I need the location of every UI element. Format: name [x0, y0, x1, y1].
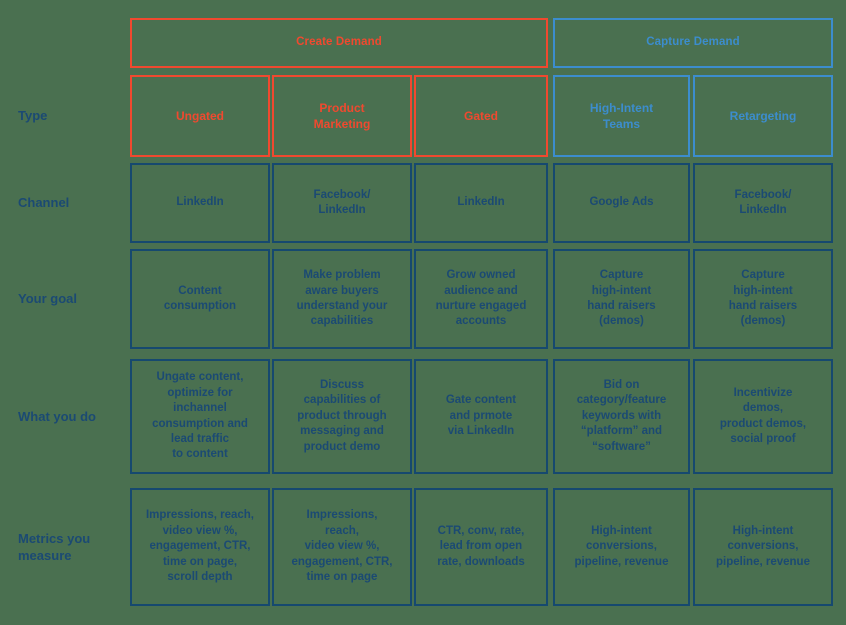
- what-you-do-cell-gated: Gate content and prmote via LinkedIn: [414, 359, 548, 474]
- channel-cell-retargeting: Facebook/ LinkedIn: [693, 163, 833, 243]
- metrics-cell-product-marketing: Impressions, reach, video view %, engage…: [272, 488, 412, 606]
- what-you-do-label-ungated: Ungate content, optimize for inchannel c…: [152, 371, 248, 461]
- metrics-cell-gated: CTR, conv, rate, lead from open rate, do…: [414, 488, 548, 606]
- row-label-type: Type: [18, 108, 48, 124]
- goal-cell-ungated: Content consumption: [130, 249, 270, 349]
- goal-cell-retargeting: Capture high-intent hand raisers (demos): [693, 249, 833, 349]
- row-label-channel: Channel: [18, 195, 70, 211]
- channel-label-retargeting: Facebook/ LinkedIn: [734, 188, 792, 216]
- group-header-create-demand: Create Demand: [130, 18, 548, 68]
- type-label-retargeting: Retargeting: [729, 108, 797, 123]
- what-you-do-cell-high-intent-teams: Bid on category/feature keywords with “p…: [553, 359, 690, 474]
- group-header-capture-demand-label: Capture Demand: [646, 36, 740, 49]
- channel-label-gated: LinkedIn: [457, 196, 505, 209]
- channel-label-product-marketing: Facebook/ LinkedIn: [313, 188, 371, 216]
- row-label-what-you-do: What you do: [18, 408, 96, 424]
- what-you-do-label-gated: Gate content and prmote via LinkedIn: [445, 394, 517, 438]
- what-you-do-label-product-marketing: Discuss capabilities of product through …: [297, 378, 387, 453]
- channel-cell-gated: LinkedIn: [414, 163, 548, 243]
- row-label-your-goal: Your goal: [18, 291, 77, 307]
- type-cell-retargeting: Retargeting: [693, 75, 833, 157]
- metrics-cell-ungated: Impressions, reach, video view %, engage…: [130, 488, 270, 606]
- type-cell-high-intent-teams: High-Intent Teams: [553, 75, 690, 157]
- type-label-gated: Gated: [463, 108, 498, 123]
- metrics-cell-high-intent-teams: High-intent conversions, pipeline, reven…: [553, 488, 690, 606]
- type-label-product-marketing: Product Marketing: [313, 100, 371, 131]
- goal-cell-product-marketing: Make problem aware buyers understand you…: [272, 249, 412, 349]
- goal-label-ungated: Content consumption: [163, 284, 237, 312]
- what-you-do-label-retargeting: Incentivize demos, product demos, social…: [719, 386, 807, 445]
- channel-cell-ungated: LinkedIn: [130, 163, 270, 243]
- metrics-label-ungated: Impressions, reach, video view %, engage…: [145, 509, 255, 584]
- channel-cell-high-intent-teams: Google Ads: [553, 163, 690, 243]
- type-cell-ungated: Ungated: [130, 75, 270, 157]
- metrics-cell-retargeting: High-intent conversions, pipeline, reven…: [693, 488, 833, 606]
- what-you-do-cell-retargeting: Incentivize demos, product demos, social…: [693, 359, 833, 474]
- goal-label-retargeting: Capture high-intent hand raisers (demos): [728, 269, 798, 328]
- goal-cell-gated: Grow owned audience and nurture engaged …: [414, 249, 548, 349]
- goal-label-gated: Grow owned audience and nurture engaged …: [435, 269, 527, 328]
- group-header-capture-demand: Capture Demand: [553, 18, 833, 68]
- metrics-label-gated: CTR, conv, rate, lead from open rate, do…: [437, 524, 525, 568]
- goal-label-product-marketing: Make problem aware buyers understand you…: [296, 269, 388, 328]
- goal-cell-high-intent-teams: Capture high-intent hand raisers (demos): [553, 249, 690, 349]
- metrics-label-high-intent-teams: High-intent conversions, pipeline, reven…: [574, 524, 669, 568]
- what-you-do-label-high-intent-teams: Bid on category/feature keywords with “p…: [576, 378, 667, 453]
- channel-cell-product-marketing: Facebook/ LinkedIn: [272, 163, 412, 243]
- goal-label-high-intent-teams: Capture high-intent hand raisers (demos): [587, 269, 656, 328]
- what-you-do-cell-product-marketing: Discuss capabilities of product through …: [272, 359, 412, 474]
- what-you-do-cell-ungated: Ungate content, optimize for inchannel c…: [130, 359, 270, 474]
- channel-label-ungated: LinkedIn: [176, 196, 224, 209]
- type-cell-product-marketing: Product Marketing: [272, 75, 412, 157]
- type-label-ungated: Ungated: [176, 108, 224, 123]
- metrics-label-retargeting: High-intent conversions, pipeline, reven…: [716, 524, 810, 568]
- type-cell-gated: Gated: [414, 75, 548, 157]
- row-label-metrics-you-measure: Metrics you measure: [18, 530, 91, 563]
- type-label-high-intent-teams: High-Intent Teams: [589, 100, 654, 131]
- group-header-create-demand-label: Create Demand: [296, 36, 382, 49]
- channel-label-high-intent-teams: Google Ads: [589, 196, 654, 209]
- metrics-label-product-marketing: Impressions, reach, video view %, engage…: [291, 509, 393, 584]
